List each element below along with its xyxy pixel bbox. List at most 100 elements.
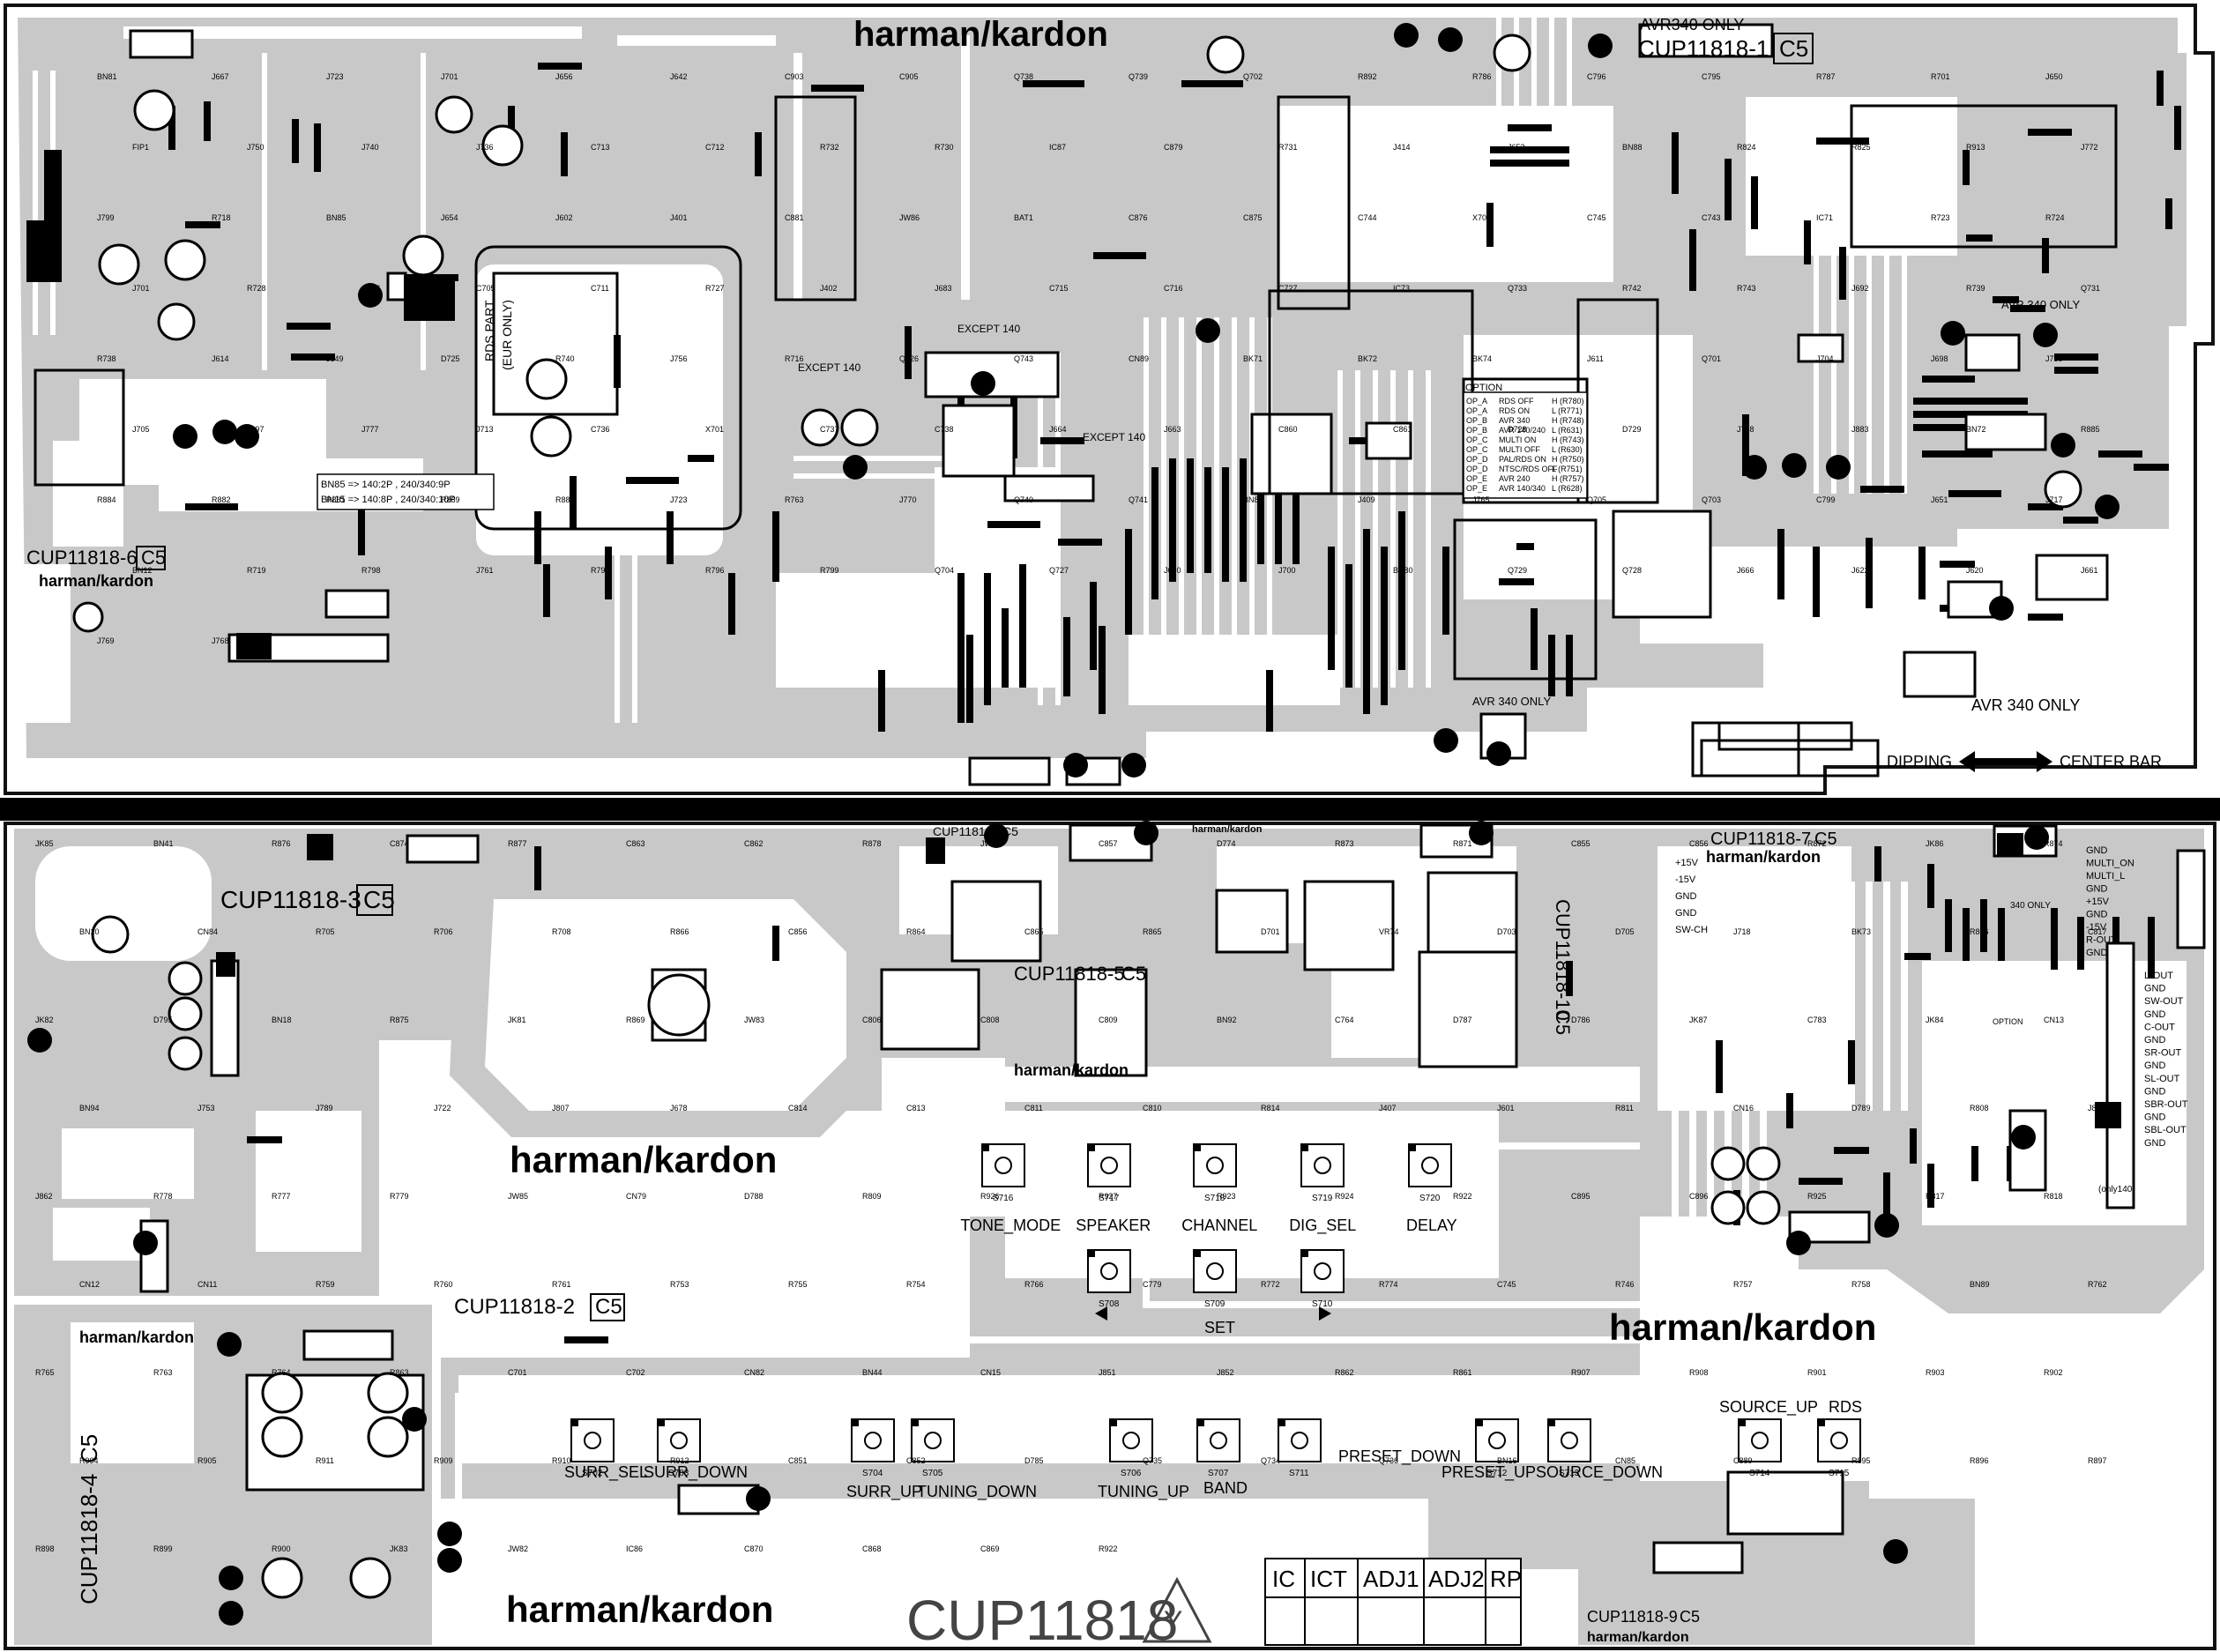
refdes-label: JW84 <box>980 839 1001 848</box>
refdes-label: R872 <box>1807 839 1827 848</box>
refdes-label: BN41 <box>153 839 174 848</box>
refdes-label: R757 <box>1733 1280 1753 1289</box>
refdes-label: R882 <box>212 495 231 504</box>
refdes-label: R772 <box>1261 1280 1280 1289</box>
refdes-label: R738 <box>97 354 116 363</box>
switch-s705[interactable]: S705 <box>911 1418 955 1478</box>
switch-ref: S714 <box>1749 1469 1770 1478</box>
refdes-label: J692 <box>1851 284 1869 293</box>
switch-s711[interactable]: S711 <box>1278 1418 1322 1478</box>
refdes-label: R899 <box>153 1544 173 1553</box>
refdes-label: R866 <box>670 927 689 936</box>
refdes-label: R762 <box>2088 1280 2107 1289</box>
brand-logo-section-5: harman/kardon <box>1014 1061 1129 1079</box>
refdes-label: IC73 <box>1393 284 1410 293</box>
switch-s702[interactable]: S702 <box>570 1418 615 1478</box>
refdes-label: C715 <box>1049 284 1069 293</box>
section-rev-6: C5 <box>141 547 166 569</box>
option-row-setting: AVR 240 <box>1499 474 1530 483</box>
refdes-label: R818 <box>2044 1192 2063 1201</box>
refdes-label: BN85 <box>326 213 346 222</box>
section-label-7: CUP11818-7 <box>1710 830 1811 849</box>
refdes-label: R742 <box>1622 284 1642 293</box>
option-row-value: H (R780) <box>1552 397 1584 406</box>
switch-s707[interactable]: S707 <box>1196 1418 1240 1478</box>
refdes-label: R907 <box>1571 1368 1591 1377</box>
refdes-label: R904 <box>79 1456 99 1465</box>
refdes-label: C745 <box>1497 1280 1516 1289</box>
bottom-pads <box>27 821 2121 1626</box>
bottom-board: CUP11818-3 C5 CUP11818-8 C5 CUP11818-5 C… <box>4 821 2216 1652</box>
refdes-label: Q740 <box>1014 495 1033 504</box>
refdes-label: C861 <box>1393 425 1412 434</box>
refdes-label: Q736 <box>1379 1456 1398 1465</box>
inspection-col-adj2: ADJ2 <box>1428 1566 1485 1592</box>
switch-s713[interactable]: S713 <box>1547 1418 1591 1478</box>
switch-plunger <box>1421 1157 1439 1174</box>
refdes-label: J862 <box>35 1192 53 1201</box>
switch-ref: S718 <box>1204 1194 1225 1203</box>
refdes-label: D705 <box>1615 927 1635 936</box>
board-title-triangle <box>1142 1576 1212 1643</box>
section-rev-2: C5 <box>595 1295 622 1319</box>
switch-s712[interactable]: S712 <box>1475 1418 1519 1478</box>
refdes-label: Q741 <box>1129 495 1148 504</box>
refdes-label: J740 <box>361 143 379 152</box>
switch-pad <box>1088 1250 1095 1257</box>
output-pin-labels: L-OUTGNDSW-OUTGNDC-OUTGNDSR-OUTGNDSL-OUT… <box>2144 971 2188 1149</box>
switch-s708[interactable]: S708 <box>1087 1249 1131 1309</box>
refdes-label: R875 <box>390 1016 409 1024</box>
switch-plunger <box>1210 1432 1227 1449</box>
refdes-label: J667 <box>212 72 229 81</box>
refdes-label: C856 <box>788 927 808 936</box>
refdes-label: R897 <box>2088 1456 2107 1465</box>
refdes-label: C863 <box>626 839 645 848</box>
label-surr-up: SURR_UP <box>846 1483 922 1501</box>
refdes-label: R871 <box>1453 839 1472 848</box>
option-row-setting: AVR 140/240 <box>1499 426 1546 435</box>
refdes-label: R862 <box>1335 1368 1354 1377</box>
refdes-label: R723 <box>1931 213 1950 222</box>
switch-s714[interactable]: S714 <box>1738 1418 1782 1478</box>
refdes-label: R763 <box>785 495 804 504</box>
switch-ref: S715 <box>1829 1469 1850 1478</box>
refdes-label: C746 <box>361 284 381 293</box>
switch-pad <box>1476 1419 1483 1426</box>
cn13-pin-label: -15V <box>2086 922 2107 933</box>
refdes-label: Q727 <box>1049 566 1069 575</box>
refdes-label: C779 <box>1143 1280 1162 1289</box>
refdes-label: J650 <box>2045 72 2063 81</box>
refdes-label: R787 <box>1816 72 1836 81</box>
switch-s706[interactable]: S706 <box>1109 1418 1153 1478</box>
switch-s703[interactable]: S703 <box>657 1418 701 1478</box>
refdes-label: J851 <box>1099 1368 1116 1377</box>
section-label-1: CUP11818-1 <box>1638 35 1769 62</box>
refdes-label: JK85 <box>35 839 54 848</box>
refdes-label: R730 <box>935 143 954 152</box>
refdes-label: R759 <box>316 1280 335 1289</box>
refdes-label: BN92 <box>1217 1016 1237 1024</box>
section-label-10: CUP11818-10 <box>1552 899 1574 1021</box>
refdes-label: CN15 <box>980 1368 1001 1377</box>
option-row-setting: AVR 140/340 <box>1499 484 1546 493</box>
switch-s710[interactable]: S710 <box>1300 1249 1345 1309</box>
switch-s715[interactable]: S715 <box>1817 1418 1861 1478</box>
refdes-label: CN16 <box>1733 1104 1754 1112</box>
refdes-label: R753 <box>670 1280 689 1289</box>
refdes-label: C895 <box>1571 1192 1591 1201</box>
switch-plunger <box>1291 1432 1308 1449</box>
refdes-label: R732 <box>820 143 839 152</box>
except-140-label-1: EXCEPT 140 <box>957 323 1020 335</box>
switch-s704[interactable]: S704 <box>851 1418 895 1478</box>
refdes-label: R808 <box>1970 1104 1989 1112</box>
refdes-label: R740 <box>555 354 575 363</box>
refdes-label: JK83 <box>390 1544 408 1553</box>
switch-s709[interactable]: S709 <box>1193 1249 1237 1309</box>
switch-pad <box>1739 1419 1746 1426</box>
